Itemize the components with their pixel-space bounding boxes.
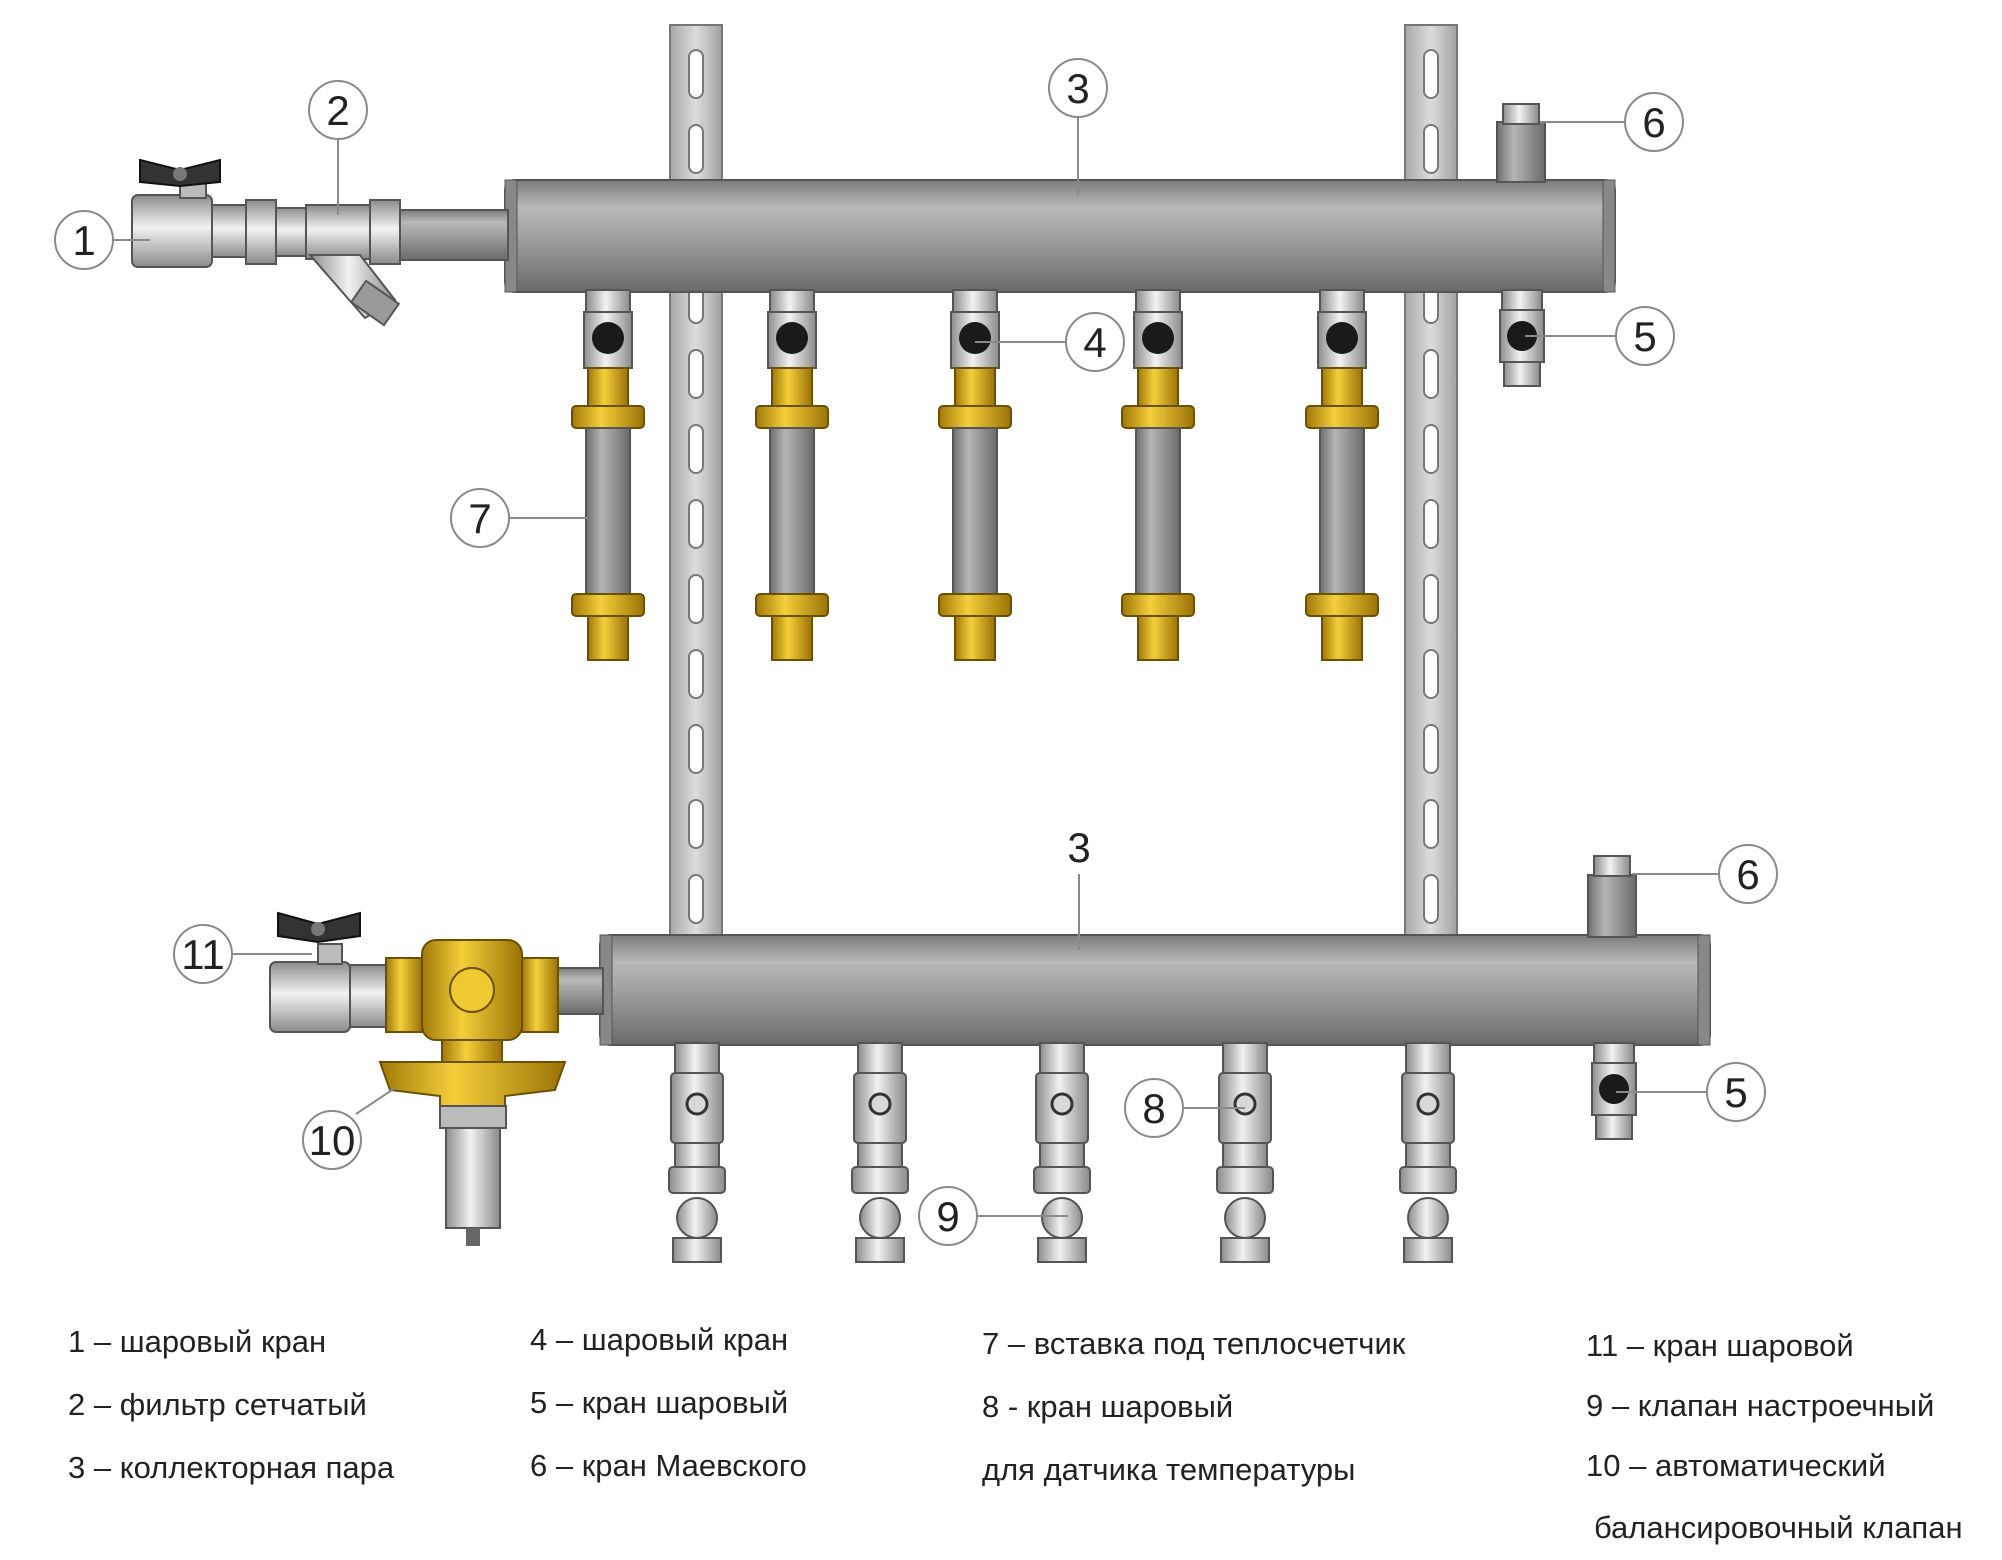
- svg-text:6: 6: [1736, 851, 1759, 898]
- valve-handle-icon: [1326, 322, 1358, 354]
- rail-slot: [1423, 499, 1439, 549]
- return-ball-valve: [269, 911, 387, 1033]
- callout-3-top: 3: [1048, 58, 1108, 195]
- air-vent-top: [1496, 103, 1546, 183]
- rail-slot: [688, 349, 704, 399]
- svg-text:9: 9: [936, 1193, 959, 1240]
- rail-slot: [1423, 349, 1439, 399]
- callout-11: 11: [173, 924, 312, 984]
- valve-handle-icon: [776, 322, 808, 354]
- bottom-outlet: [1216, 1042, 1274, 1263]
- legend-item-10: 10 – автоматический: [1586, 1448, 1886, 1483]
- svg-text:11: 11: [181, 931, 225, 978]
- valve-handle-icon: [592, 322, 624, 354]
- valve-handle-icon: [959, 322, 991, 354]
- rail-slots: [688, 49, 1439, 924]
- rail-slot: [1423, 649, 1439, 699]
- rail-slot: [688, 724, 704, 774]
- top-outlet: [1121, 289, 1195, 661]
- bottom-outlet: [1399, 1042, 1457, 1263]
- callout-1: 1: [54, 210, 150, 270]
- rail-slot: [688, 799, 704, 849]
- legend-item-7: 7 – вставка под теплосчетчик: [982, 1326, 1406, 1361]
- svg-text:2: 2: [326, 87, 349, 134]
- svg-text:3: 3: [1067, 824, 1090, 871]
- callout-6-bottom: 6: [1632, 844, 1778, 904]
- top-outlet: [1305, 289, 1379, 661]
- bottom-collector: [599, 934, 1711, 1046]
- air-vent-bottom: [1587, 855, 1637, 938]
- top-collector: [504, 179, 1616, 293]
- temp-sensor-port-icon: [1233, 1092, 1257, 1116]
- rail-slot: [688, 649, 704, 699]
- temp-sensor-port-icon: [1416, 1092, 1440, 1116]
- top-outlets: [571, 289, 1379, 661]
- drain-valve-bottom: [1591, 1042, 1637, 1140]
- top-outlet: [571, 289, 645, 661]
- svg-text:1: 1: [72, 217, 95, 264]
- callout-2: 2: [308, 80, 368, 215]
- rail-slot: [1423, 724, 1439, 774]
- svg-text:10: 10: [309, 1117, 356, 1164]
- callout-3-bottom: 3: [1067, 824, 1091, 950]
- bottom-outlet: [851, 1042, 909, 1263]
- svg-text:4: 4: [1083, 319, 1106, 366]
- svg-text:7: 7: [468, 495, 491, 542]
- mesh-filter: [305, 199, 401, 327]
- rail-slot: [688, 424, 704, 474]
- legend-item-2: 2 – фильтр сетчатый: [68, 1387, 367, 1422]
- callout-10: 10: [302, 1087, 396, 1170]
- callout-5-bottom: 5: [1616, 1062, 1766, 1122]
- coupling-nut-1: [245, 199, 307, 265]
- legend-item-3: 3 – коллекторная пара: [68, 1450, 395, 1485]
- rail-slot: [1423, 874, 1439, 924]
- rail-slot: [688, 49, 704, 99]
- callout-9: 9: [918, 1186, 1068, 1246]
- callout-7: 7: [450, 488, 588, 548]
- callout-4: 4: [975, 312, 1125, 372]
- mounting-rail-left: [669, 24, 723, 946]
- legend-item-8-cont: для датчика температуры: [982, 1452, 1356, 1487]
- callout-6-top: 6: [1540, 92, 1684, 152]
- legend-item-11: 11 – кран шаровой: [1586, 1328, 1854, 1363]
- svg-text:8: 8: [1142, 1085, 1165, 1132]
- rail-slot: [1423, 799, 1439, 849]
- rail-slot: [688, 874, 704, 924]
- svg-text:3: 3: [1066, 65, 1089, 112]
- svg-text:6: 6: [1642, 99, 1665, 146]
- balancing-valve: [378, 939, 567, 1246]
- valve-handle-icon: [1142, 322, 1174, 354]
- svg-text:5: 5: [1633, 313, 1656, 360]
- temp-sensor-port-icon: [1050, 1092, 1074, 1116]
- rail-slot: [1423, 49, 1439, 99]
- legend-item-8: 8 - кран шаровый: [982, 1389, 1234, 1424]
- svg-text:5: 5: [1724, 1069, 1747, 1116]
- inlet-ball-valve: [131, 158, 247, 268]
- legend-item-9: 9 – клапан настроечный: [1586, 1388, 1935, 1423]
- mounting-rail-right: [1404, 24, 1458, 946]
- legend-item-4: 4 – шаровый кран: [530, 1322, 789, 1357]
- bottom-outlet: [1033, 1042, 1091, 1263]
- callout-8: 8: [1124, 1078, 1245, 1138]
- rail-slot: [688, 124, 704, 174]
- temp-sensor-port-icon: [868, 1092, 892, 1116]
- legend-item-6: 6 – кран Маевского: [530, 1448, 807, 1483]
- top-outlet: [938, 289, 1012, 661]
- rail-slot: [1423, 124, 1439, 174]
- rail-slot: [688, 499, 704, 549]
- rail-slot: [1423, 574, 1439, 624]
- callout-5-top: 5: [1525, 306, 1675, 366]
- bottom-outlet: [668, 1042, 726, 1263]
- rail-slot: [1423, 424, 1439, 474]
- legend-item-10-cont: балансировочный клапан: [1594, 1510, 1963, 1545]
- legend-item-5: 5 – кран шаровый: [530, 1385, 789, 1420]
- rail-slot: [688, 574, 704, 624]
- top-inlet-pipe: [399, 209, 509, 261]
- drain-valve-top: [1499, 289, 1545, 387]
- top-outlet: [755, 289, 829, 661]
- temp-sensor-port-icon: [685, 1092, 709, 1116]
- bottom-outlets: [668, 1042, 1457, 1263]
- legend-item-1: 1 – шаровый кран: [68, 1324, 327, 1359]
